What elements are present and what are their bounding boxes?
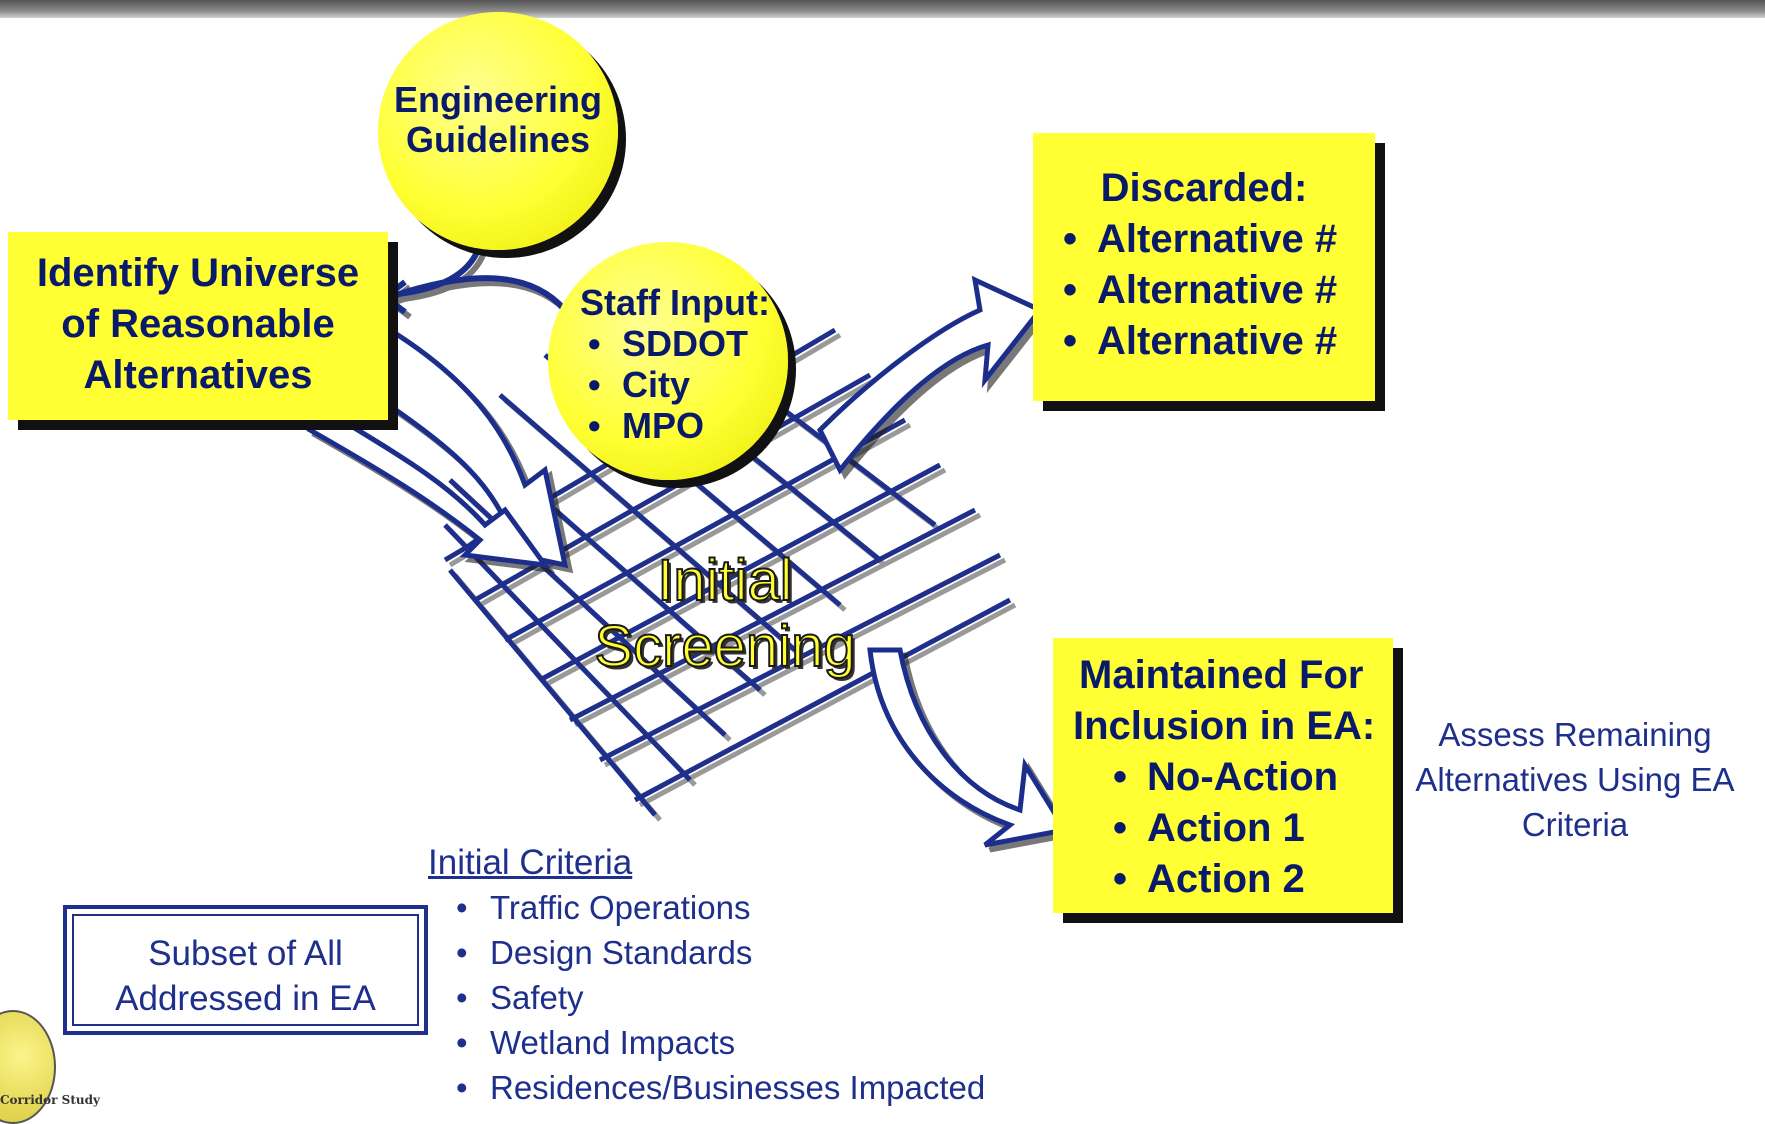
criteria-item: •Safety (456, 979, 584, 1016)
maintain-arrow (867, 647, 1070, 848)
subset-box: Subset of All Addressed in EA (63, 905, 428, 1035)
discarded-item: •Alternative # (1063, 217, 1338, 261)
identify-alternatives-box: Identify Universe of Reasonable Alternat… (8, 232, 388, 420)
input-arrow (306, 326, 569, 569)
guideline-arrow (380, 243, 568, 315)
screening-line-1: Initial (656, 547, 793, 614)
staff-input-item: •MPO (588, 405, 705, 446)
maintained-item: •No-Action (1113, 755, 1339, 799)
discard-arrow (816, 275, 1044, 475)
maintained-title-1: Maintained For (1079, 653, 1364, 697)
maintained-box: Maintained For Inclusion in EA: •No-Acti… (1053, 638, 1393, 913)
staff-input-node: Staff Input: •SDDOT •City •MPO (548, 242, 788, 480)
engineering-guidelines-node: Engineering Guidelines (378, 12, 618, 250)
discarded-box: Discarded: •Alternative # •Alternative #… (1033, 133, 1375, 401)
discarded-title: Discarded: (1100, 166, 1308, 210)
discarded-item: •Alternative # (1063, 268, 1338, 312)
maintained-item: •Action 1 (1113, 806, 1305, 850)
staff-input-item: •City (588, 364, 691, 405)
top-bar (0, 0, 1765, 18)
subset-box-inner-border (72, 914, 419, 1026)
screening-line-2: Screening (593, 613, 856, 680)
engineering-guidelines-label: Engineering Guidelines (393, 79, 603, 160)
initial-criteria: Initial Criteria •Traffic Operations •De… (428, 840, 985, 1110)
maintained-item: •Action 2 (1113, 857, 1305, 901)
criteria-item: •Wetland Impacts (456, 1024, 736, 1061)
staff-input-title: Staff Input: (580, 282, 770, 323)
maintained-title-2: Inclusion in EA: (1073, 704, 1376, 748)
staff-input-item: •SDDOT (588, 323, 748, 364)
initial-criteria-title: Initial Criteria (428, 843, 633, 882)
identify-alternatives-label: Identify Universe of Reasonable Alternat… (36, 251, 360, 397)
criteria-item: •Residences/Businesses Impacted (456, 1069, 986, 1106)
logo-text: Corridor Study (0, 1093, 100, 1107)
assess-remaining-text: Assess Remaining Alternatives Using EA C… (1415, 716, 1735, 843)
initial-screening-label: Initial Screening (565, 547, 885, 680)
discarded-item: •Alternative # (1063, 319, 1338, 363)
subset-label: Subset of All Addressed in EA (115, 934, 376, 1018)
criteria-item: •Traffic Operations (456, 889, 751, 926)
criteria-item: •Design Standards (456, 934, 753, 971)
